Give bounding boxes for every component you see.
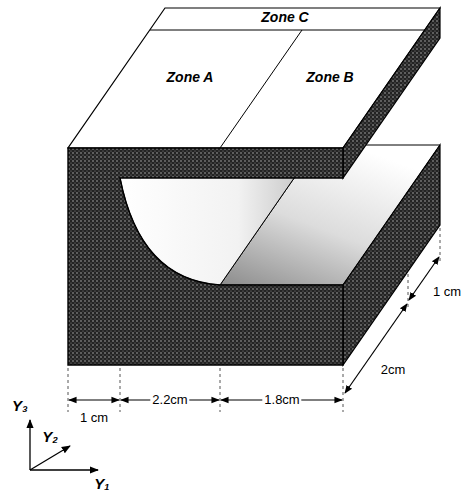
zone-ab-line	[220, 30, 302, 148]
zone-label: Zone B	[306, 70, 353, 85]
top-face	[68, 8, 440, 148]
axis-arrows	[30, 420, 98, 470]
extension-lines	[68, 228, 440, 412]
axis-label: Y₁	[94, 476, 109, 493]
zone-label: Zone C	[261, 10, 308, 25]
dimension-label: 1 cm	[80, 411, 108, 425]
zone-c-line	[150, 30, 425, 31]
dimension-label: 1 cm	[433, 285, 461, 299]
dimension-label: 2.2cm	[150, 393, 189, 407]
lower-arm-side	[343, 145, 440, 365]
axis-label: Y₂	[42, 429, 58, 446]
upper-arm-side	[343, 8, 440, 178]
zone-label: Zone A	[167, 70, 214, 85]
axis-label: Y₃	[12, 398, 28, 415]
dimension-label: 1.8cm	[262, 393, 301, 407]
dimension-label: 2cm	[381, 363, 406, 377]
dimension-arrows	[69, 257, 439, 400]
front-face	[68, 148, 343, 365]
